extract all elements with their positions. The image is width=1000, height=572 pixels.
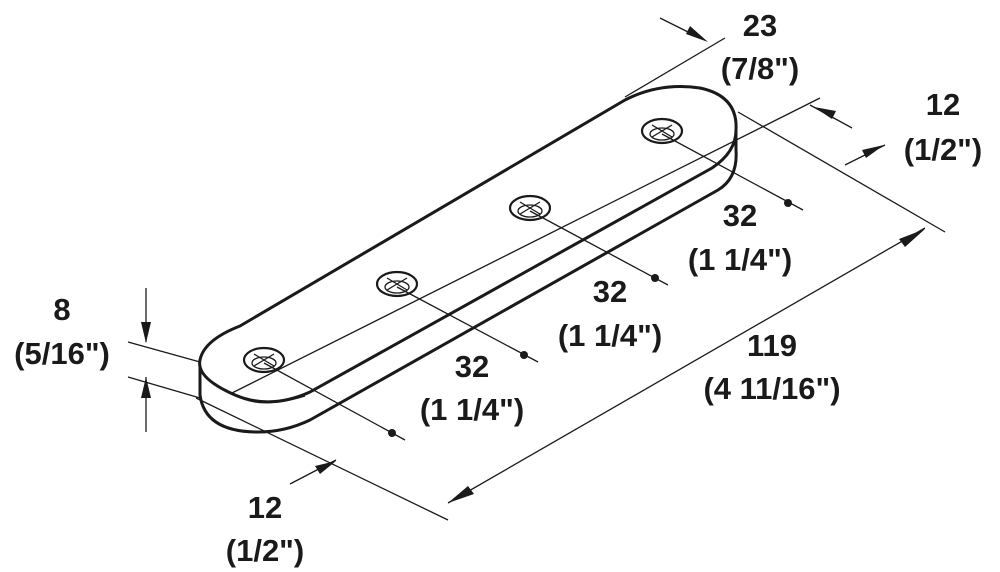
thickness-value-label: 8 — [53, 292, 70, 327]
hole-4 — [640, 117, 684, 145]
length-imperial-label: (4 11/16") — [703, 371, 840, 406]
bottom-edge-imperial-label: (1/2") — [226, 533, 304, 568]
width-dimension-lines — [624, 17, 726, 98]
holes — [242, 117, 684, 374]
width-imperial-label: (7/8") — [721, 51, 799, 86]
hole-1 — [242, 346, 286, 374]
bottom-edge-dimension-lines — [195, 397, 449, 521]
thickness-dimension-lines — [127, 288, 201, 432]
hole-centerline — [231, 97, 821, 394]
spacing-3-value-label: 32 — [455, 349, 489, 384]
hole-2 — [375, 270, 419, 298]
thickness-imperial-label: (5/16") — [14, 336, 110, 371]
plate-top-face — [198, 85, 738, 404]
length-value-label: 119 — [747, 328, 797, 363]
spacing-1-value-label: 32 — [723, 198, 757, 233]
width-value-label: 23 — [743, 8, 777, 43]
right-edge-imperial-label: (1/2") — [904, 132, 982, 167]
bottom-edge-value-label: 12 — [248, 490, 282, 525]
spacing-3-imperial-label: (1 1/4") — [420, 392, 524, 427]
spacing-1-imperial-label: (1 1/4") — [688, 242, 792, 277]
right-edge-value-label: 12 — [926, 87, 960, 122]
plate-edge-line — [234, 394, 306, 404]
spacing-2-value-label: 32 — [593, 274, 627, 309]
plate-body — [198, 85, 738, 434]
right-edge-dimension-lines — [737, 104, 946, 233]
length-dimension-lines — [447, 227, 926, 504]
hole-3 — [508, 194, 552, 222]
hole-extension-lines — [263, 133, 804, 441]
spacing-2-imperial-label: (1 1/4") — [558, 318, 662, 353]
